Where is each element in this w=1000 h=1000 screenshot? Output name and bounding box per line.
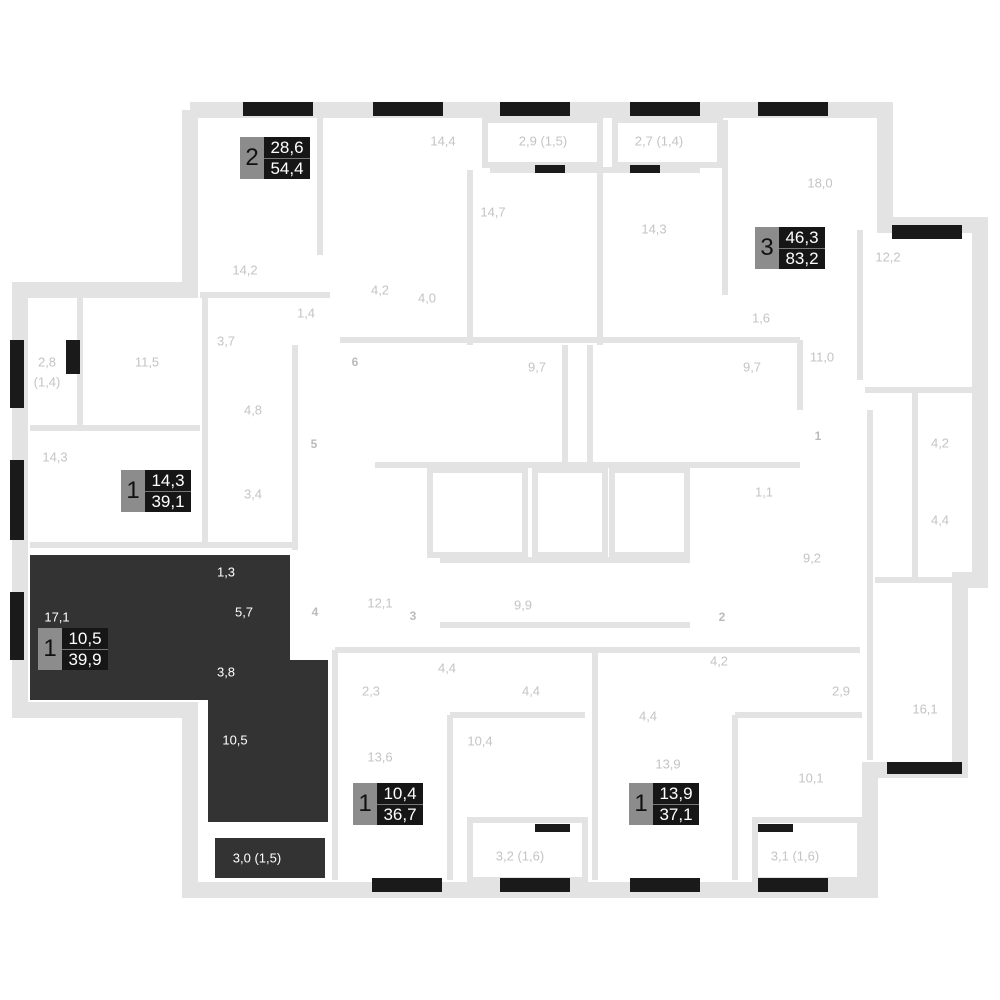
room-area-label: 4,0 [417,290,437,306]
room-area-label: 3,1 (1,6) [770,848,820,864]
room-area-label: 10,5 [222,732,248,748]
room-area-label: 2,3 [361,683,381,699]
room-area-label: 11,5 [134,354,160,370]
room-area-label: 10,1 [798,770,824,786]
total-area: 37,1 [659,805,693,825]
room-area-label: 11,0 [809,349,835,365]
room-area-label: 5 [310,437,318,451]
room-area-label: 2,9 (1,5) [518,133,568,149]
total-area: 39,1 [151,492,185,512]
room-area-label: 3,4 [243,486,263,502]
room-area-label: 13,9 [655,756,681,772]
room-area-label: 2,7 (1,4) [634,133,684,149]
room-area-label: 4,4 [638,708,658,724]
room-area-label: 3,0 (1,5) [232,850,282,866]
room-area-label: 4,4 [437,660,457,676]
living-area: 10,5 [62,628,108,650]
total-area: 36,7 [383,805,417,825]
room-area-label: 4,2 [930,435,950,451]
room-area-label: 5,7 [234,604,254,620]
living-area: 13,9 [653,783,699,805]
room-area-label: 18,0 [807,175,833,191]
room-area-label: 14,3 [641,221,667,237]
room-area-label: 4,4 [521,683,541,699]
room-area-label: 16,1 [912,701,938,717]
total-area: 54,4 [270,159,304,179]
room-count: 1 [121,470,145,512]
room-area-label: 9,2 [802,550,822,566]
room-count: 2 [240,137,264,179]
living-area: 10,4 [377,783,423,805]
room-area-label: 4 [311,605,319,619]
room-area-label: 4,8 [243,402,263,418]
windows [10,102,962,892]
room-area-label: 1 [814,429,822,443]
room-area-label: 2,8 [37,354,57,370]
room-area-label: 4,2 [709,653,729,669]
room-count: 1 [353,783,377,825]
room-area-label: 4,2 [370,282,390,298]
room-area-label: 6 [351,355,359,369]
room-area-label: (1,4) [33,374,61,390]
room-area-label: 14,3 [42,449,68,465]
room-area-label: 2,9 [831,683,851,699]
living-area: 28,6 [264,137,310,159]
room-area-label: 14,4 [430,133,456,149]
room-area-label: 14,7 [480,204,506,220]
room-area-label: 3,7 [216,333,236,349]
room-area-label: 14,2 [232,262,258,278]
room-area-label: 3 [409,609,417,623]
living-area: 46,3 [779,227,825,249]
room-area-label: 2 [718,610,726,624]
room-area-label: 1,4 [296,305,316,321]
room-area-label: 1,6 [751,310,771,326]
room-area-label: 10,4 [467,733,493,749]
room-area-label: 3,8 [216,664,236,680]
highlighted-apartment [30,555,328,878]
room-count: 1 [38,628,62,670]
room-count: 3 [755,227,779,269]
room-area-label: 13,6 [367,749,393,765]
room-area-label: 12,1 [367,595,393,611]
room-area-label: 17,1 [44,609,70,625]
room-area-label: 3,2 (1,6) [495,848,545,864]
room-count: 1 [629,783,653,825]
living-area: 14,3 [145,470,191,492]
room-area-label: 1,3 [216,564,236,580]
total-area: 39,9 [68,650,102,670]
room-area-label: 9,7 [527,359,547,375]
room-area-label: 9,9 [513,597,533,613]
room-area-label: 1,1 [754,484,774,500]
total-area: 83,2 [785,249,819,269]
room-area-label: 12,2 [875,249,901,265]
room-area-label: 9,7 [742,359,762,375]
room-area-label: 4,4 [930,512,950,528]
